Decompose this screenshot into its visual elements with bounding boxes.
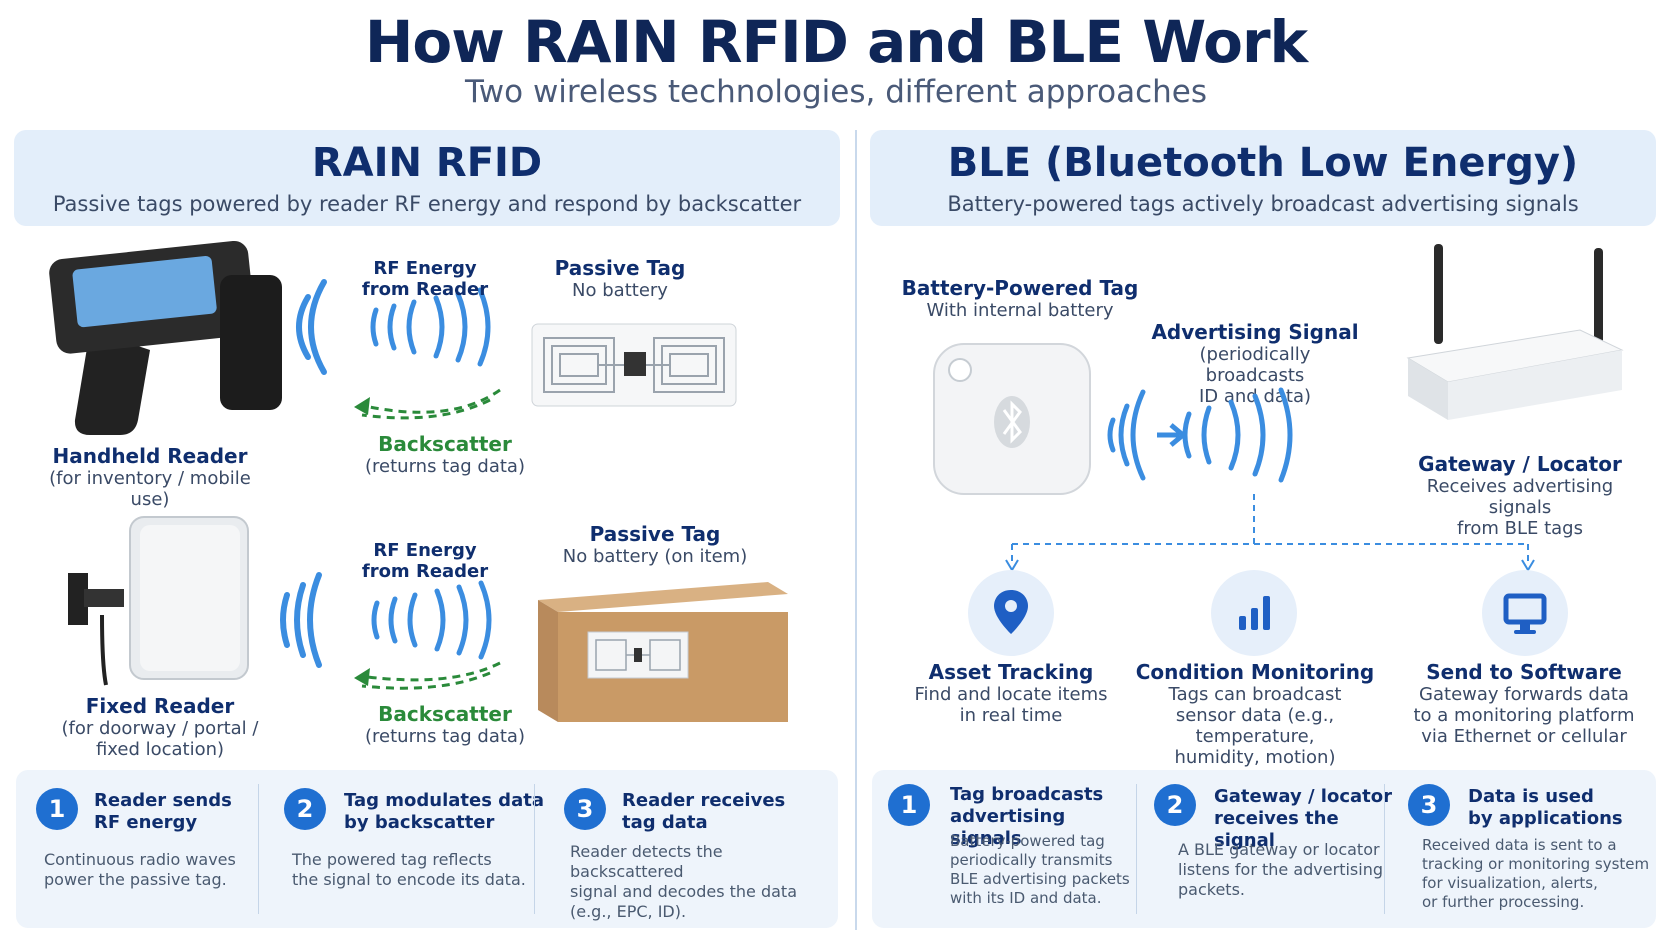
reader-grip [74,330,150,435]
page-title: How RAIN RFID and BLE Work [364,8,1308,76]
backscatter-label-fixed: Backscatter (returns tag data) [365,702,525,747]
step-number-badge: 3 [1408,784,1450,826]
right-arrow-icon [1157,423,1187,447]
location-pin-icon [994,590,1028,634]
center-divider [855,130,857,930]
rfid-subtitle: Passive tags powered by reader RF energy… [52,192,802,216]
step-number-badge: 1 [888,784,930,826]
rfid-title: RAIN RFID [311,140,543,186]
step-number-badge: 1 [36,788,78,830]
passive-tag-inlay-image [531,323,737,407]
page-subtitle: Two wireless technologies, different app… [464,74,1208,110]
handheld-reader-label: Handheld Reader (for inventory / mobile … [49,444,251,510]
backscatter-label-handheld: Backscatter (returns tag data) [365,432,525,477]
gateway-router-image [1406,244,1624,420]
send-to-software-icon-circle [1482,570,1568,656]
ble-title: BLE (Bluetooth Low Energy) [947,140,1579,186]
handheld-reader-image [49,240,282,435]
ble-subtitle: Battery-powered tags actively broadcast … [947,192,1579,216]
use-case-send-to-software: Send to Software Gateway forwards data t… [1413,660,1635,747]
fixed-reader-image [68,516,249,686]
reader-screen [72,255,217,328]
cardboard-box-image [538,582,788,722]
backscatter-arrow-fixed [354,661,501,690]
distribution-connector [1005,494,1535,572]
rf-energy-waves-fixed [280,572,492,668]
rf-energy-label-fixed: RF Energy from Reader [361,540,489,582]
asset-tracking-icon-circle [968,570,1054,656]
rf-energy-waves-handheld [296,279,491,375]
ble-tag-label: Battery-Powered Tag With internal batter… [901,276,1139,321]
step-number-badge: 2 [284,788,326,830]
advertising-signal-waves [1107,387,1293,483]
step-number-badge: 2 [1154,784,1196,826]
backscatter-arrow-handheld [354,388,501,420]
monitor-icon [1503,593,1547,634]
step-number-badge: 3 [564,788,606,830]
rf-energy-label-handheld: RF Energy from Reader [361,258,489,300]
passive-tag-label-handheld: Passive Tag No battery [554,256,686,301]
ble-panel-header: BLE (Bluetooth Low Energy) Battery-power… [870,130,1656,226]
ble-tag-image [933,343,1091,495]
bluetooth-icon [1002,400,1022,444]
fixed-reader-label: Fixed Reader (for doorway / portal / fix… [61,694,259,760]
use-case-condition-monitoring: Condition Monitoring Tags can broadcast … [1135,660,1375,768]
passive-tag-label-fixed: Passive Tag No battery (on item) [562,522,748,567]
condition-monitoring-icon-circle [1211,570,1297,656]
bar-chart-icon [1239,596,1270,630]
reader-antenna [220,275,282,410]
gateway-label: Gateway / Locator Receives advertising s… [1418,452,1622,539]
rfid-panel-header: RAIN RFID Passive tags powered by reader… [14,130,840,226]
use-case-asset-tracking: Asset Tracking Find and locate items in … [914,660,1108,726]
